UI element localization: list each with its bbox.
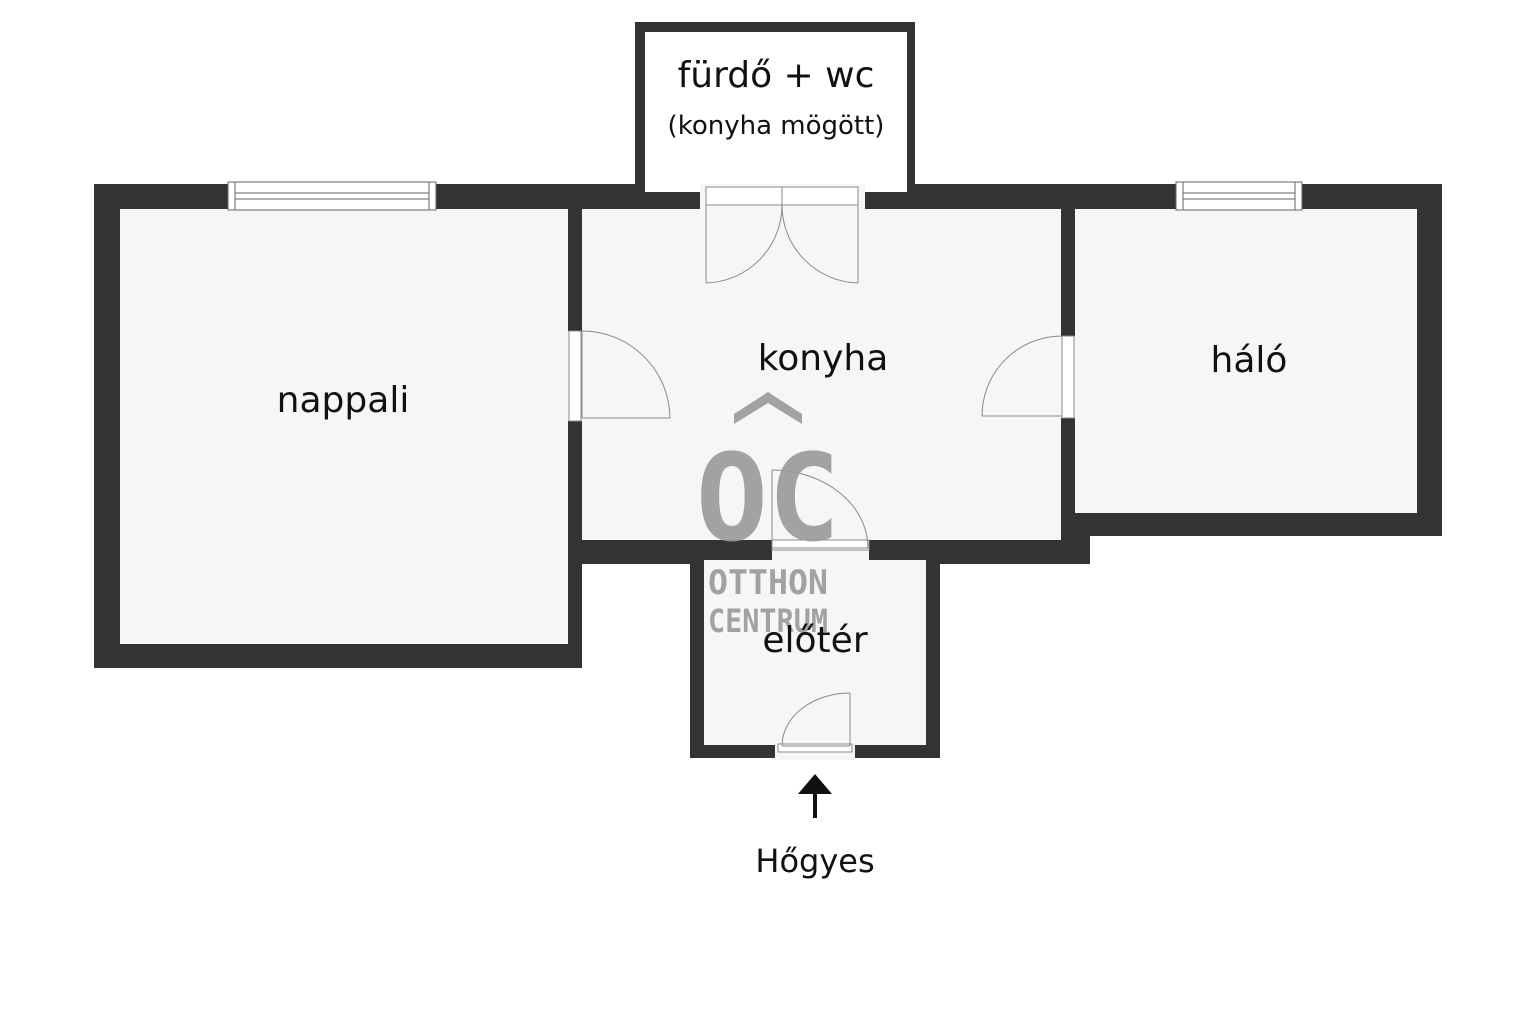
living-room-window bbox=[227, 181, 437, 211]
floors bbox=[120, 32, 1417, 745]
living-room-label: nappali bbox=[277, 380, 410, 421]
bedroom-floor bbox=[1075, 209, 1417, 513]
entrance-marker: Hőgyes bbox=[755, 774, 875, 880]
hall-floor bbox=[704, 560, 926, 745]
bedroom-window bbox=[1175, 181, 1303, 211]
bathroom-double-door bbox=[705, 186, 859, 284]
entrance-door bbox=[777, 692, 853, 753]
kitchen-floor bbox=[582, 209, 1061, 540]
watermark-line-2: CENTRUM bbox=[708, 602, 828, 640]
hall-label: előtér bbox=[762, 620, 867, 661]
kitchen-hall-door bbox=[771, 469, 870, 551]
entrance-label: Hőgyes bbox=[755, 842, 874, 880]
doors bbox=[568, 186, 1075, 753]
kitchen-bedroom-door bbox=[981, 335, 1075, 419]
up-arrow-icon bbox=[798, 774, 832, 818]
kitchen-label: konyha bbox=[758, 338, 889, 379]
bathroom-note: (konyha mögött) bbox=[668, 111, 885, 141]
living-room-floor bbox=[120, 209, 568, 644]
bathroom-floor bbox=[645, 32, 907, 192]
watermark-caret-icon bbox=[734, 392, 802, 424]
living-kitchen-door bbox=[568, 330, 671, 422]
windows bbox=[227, 181, 1303, 211]
bedroom-label: háló bbox=[1211, 340, 1288, 381]
watermark-line-1: OTTHON bbox=[708, 563, 828, 603]
watermark-logo-letters: OC bbox=[696, 430, 841, 569]
watermark-logo: OC OTTHON CENTRUM bbox=[696, 392, 841, 640]
room-labels: fürdő + wc (konyha mögött) nappali konyh… bbox=[277, 55, 1288, 661]
bathroom-label: fürdő + wc bbox=[678, 55, 875, 96]
